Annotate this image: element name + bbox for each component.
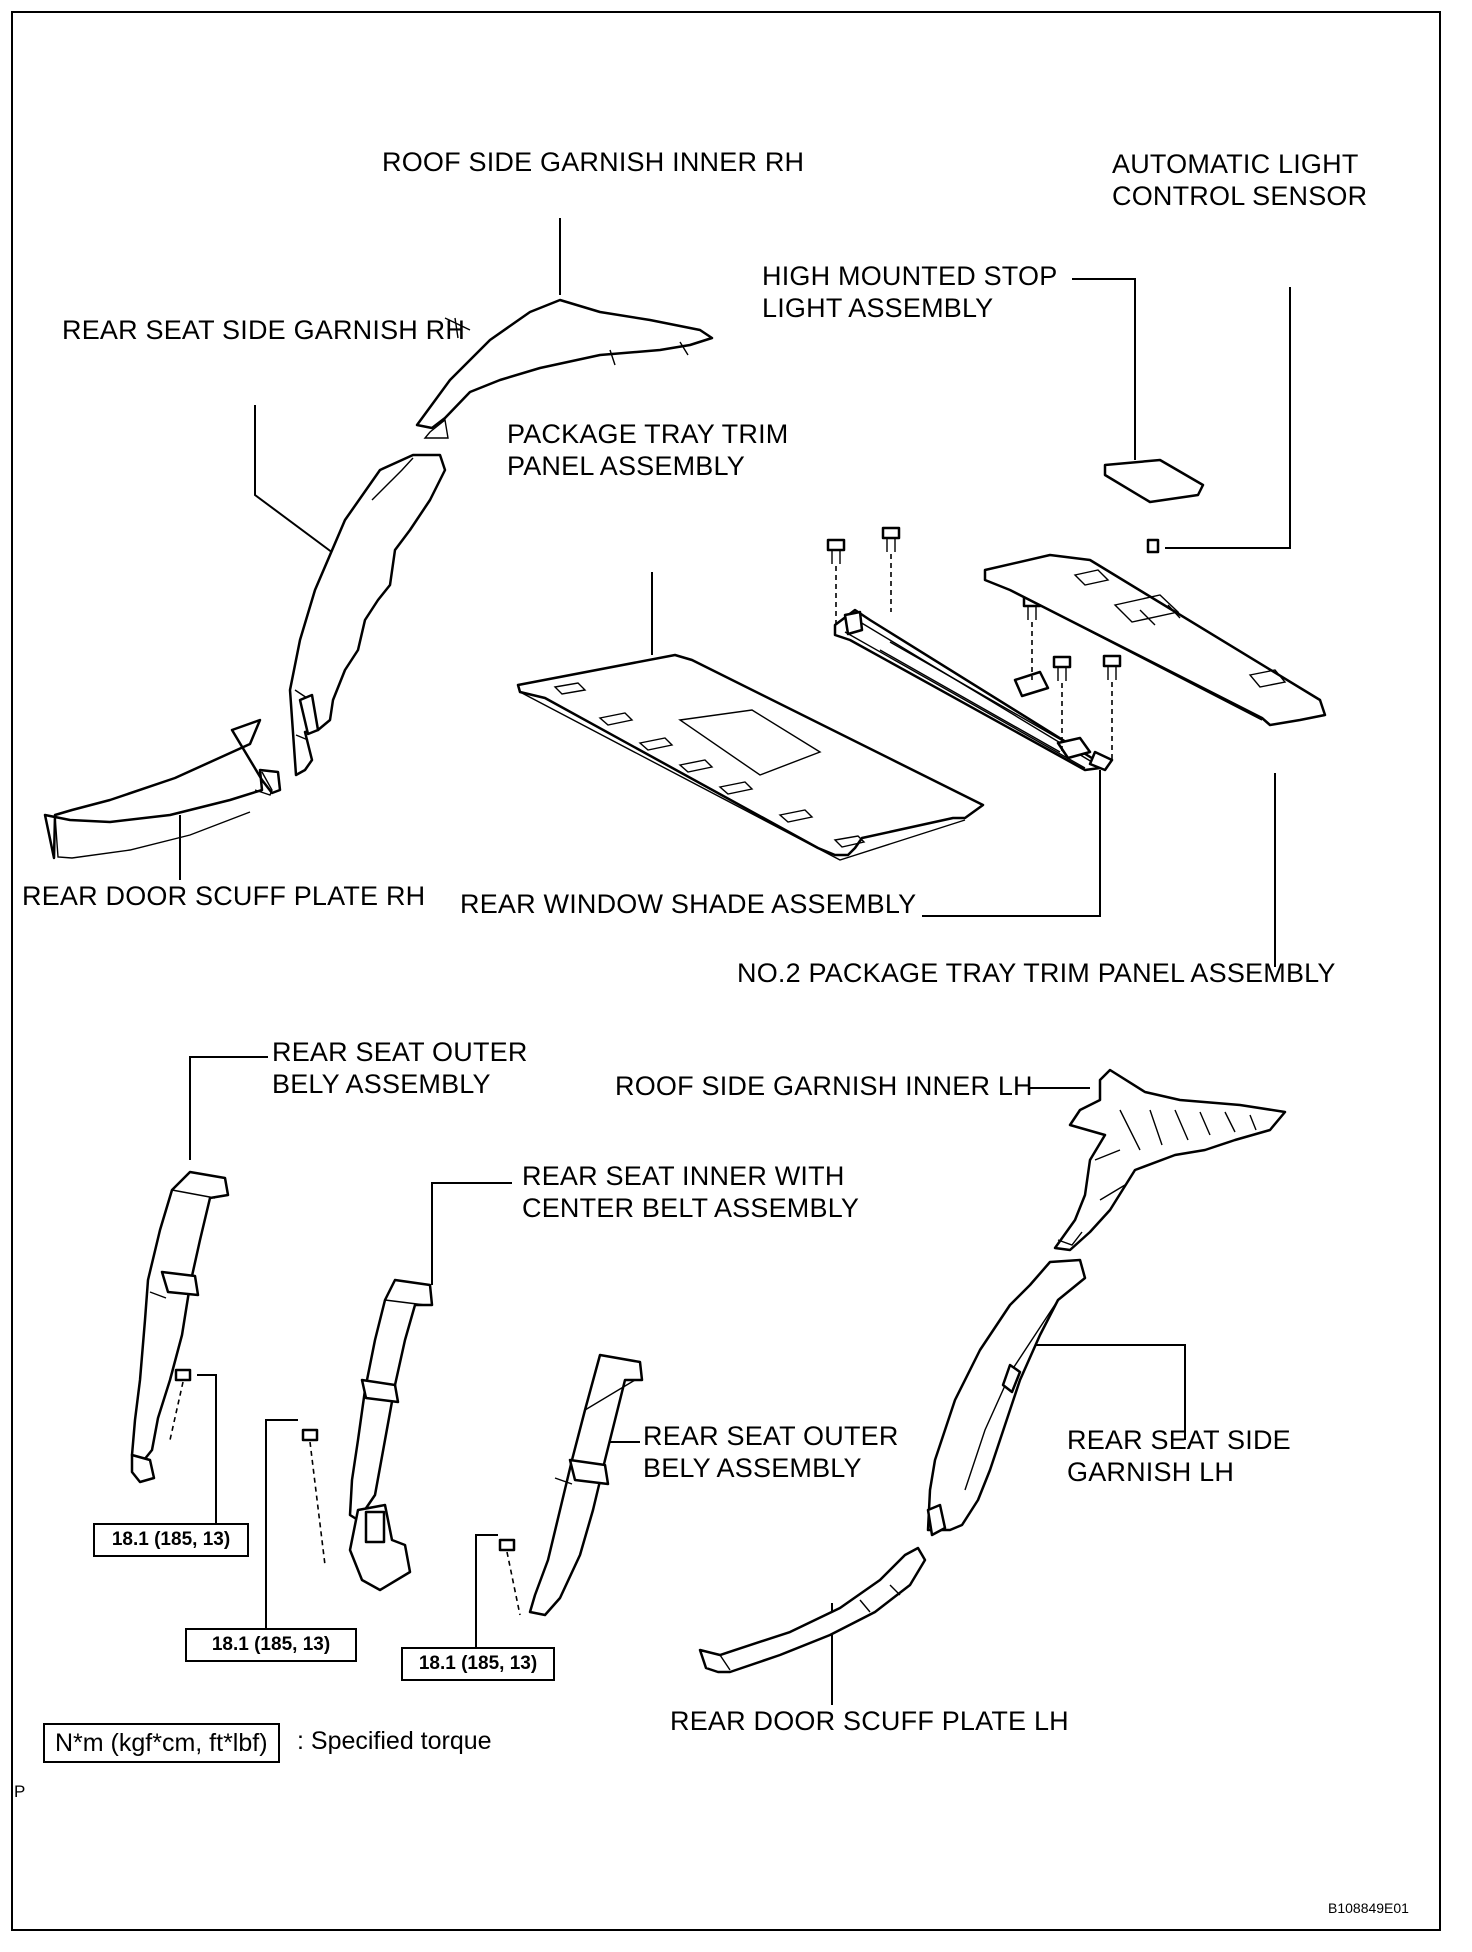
roof-side-garnish-inner-lh-part xyxy=(1053,1068,1287,1252)
leader-rear-seat-side-garnish-lh xyxy=(1025,1344,1186,1440)
label-high-mounted-stop-light-assembly: HIGH MOUNTED STOP LIGHT ASSEMBLY xyxy=(762,261,1058,323)
high-mounted-stop-light-part xyxy=(1103,458,1205,504)
no2-package-tray-trim-panel-part xyxy=(983,553,1327,727)
diagram-frame xyxy=(11,11,1441,1931)
label-automatic-light-control-sensor: AUTOMATIC LIGHT CONTROL SENSOR xyxy=(1112,149,1368,211)
torque-unit-legend-box: N*m (kgf*cm, ft*lbf) xyxy=(43,1723,280,1763)
label-rear-seat-outer-belt-top: REAR SEAT OUTER BELY ASSEMBLY xyxy=(272,1037,528,1099)
figure-code: B108849E01 xyxy=(1328,1900,1409,1916)
label-roof-side-garnish-inner-rh: ROOF SIDE GARNISH INNER RH xyxy=(382,147,805,177)
leader-automatic-light-sensor xyxy=(1165,287,1291,549)
leader-torque-3 xyxy=(475,1534,498,1680)
package-tray-trim-panel-part xyxy=(516,653,985,861)
leader-high-mounted-stop-light xyxy=(1072,278,1136,460)
roof-side-garnish-inner-rh-part xyxy=(415,298,714,439)
label-rear-seat-inner-with-center-belt-assembly: REAR SEAT INNER WITH CENTER BELT ASSEMBL… xyxy=(522,1161,860,1223)
leader-rear-seat-side-garnish-rh xyxy=(254,405,334,554)
label-rear-window-shade-assembly: REAR WINDOW SHADE ASSEMBLY xyxy=(460,889,917,919)
automatic-light-control-sensor-part xyxy=(1146,538,1160,554)
torque-value-box: 18.1 (185, 13) xyxy=(401,1647,555,1681)
leader-torque-1 xyxy=(197,1374,217,1540)
torque-value-box: 18.1 (185, 13) xyxy=(185,1628,357,1662)
label-no2-package-tray-trim-panel-assembly: NO.2 PACKAGE TRAY TRIM PANEL ASSEMBLY xyxy=(737,958,1336,988)
rear-seat-side-garnish-rh-part xyxy=(288,453,447,777)
torque-legend-description: : Specified torque xyxy=(297,1727,492,1755)
leader-torque-2 xyxy=(265,1419,298,1645)
label-rear-seat-outer-belt-lower: REAR SEAT OUTER BELY ASSEMBLY xyxy=(643,1421,899,1483)
label-rear-door-scuff-plate-lh: REAR DOOR SCUFF PLATE LH xyxy=(670,1706,1069,1736)
leader-outer-belt-top xyxy=(189,1056,268,1160)
rear-seat-outer-belt-top-part xyxy=(130,1170,230,1484)
label-package-tray-trim-panel-assembly: PACKAGE TRAY TRIM PANEL ASSEMBLY xyxy=(507,419,789,481)
rear-seat-outer-belt-lower-part xyxy=(498,1353,644,1617)
rear-seat-side-garnish-lh-part xyxy=(926,1258,1087,1537)
label-rear-seat-side-garnish-lh: REAR SEAT SIDE GARNISH LH xyxy=(1067,1425,1291,1487)
torque-value-box: 18.1 (185, 13) xyxy=(93,1523,249,1557)
rear-door-scuff-plate-lh-part xyxy=(698,1546,927,1674)
label-roof-side-garnish-inner-lh: ROOF SIDE GARNISH INNER LH xyxy=(615,1071,1033,1101)
rear-door-scuff-plate-rh-part xyxy=(43,718,282,860)
label-rear-seat-side-garnish-rh: REAR SEAT SIDE GARNISH RH xyxy=(62,315,466,345)
label-rear-door-scuff-plate-rh: REAR DOOR SCUFF PLATE RH xyxy=(22,881,426,911)
rear-seat-inner-center-belt-part xyxy=(301,1278,434,1592)
page-letter: P xyxy=(14,1782,26,1801)
leader-inner-center-belt xyxy=(431,1182,512,1285)
rear-window-shade-assembly-part xyxy=(833,608,1114,772)
leader-rear-window-shade xyxy=(922,770,1101,917)
